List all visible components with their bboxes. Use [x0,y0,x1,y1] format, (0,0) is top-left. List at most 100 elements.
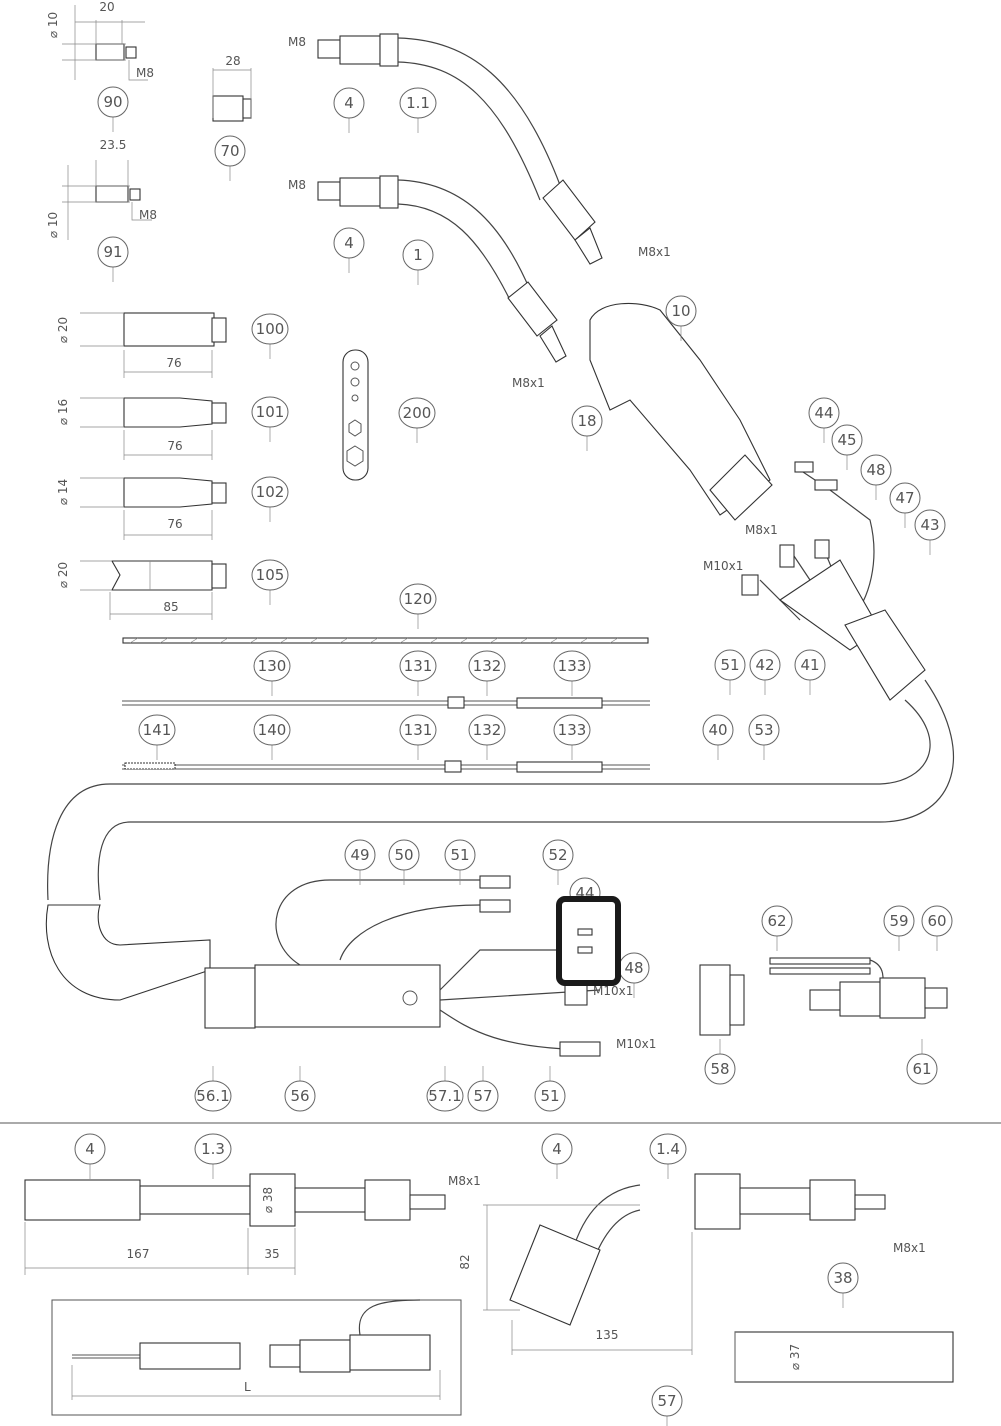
callout-number: 130 [258,657,287,675]
dimension-label: 135 [596,1328,619,1342]
callout-number: 10 [671,302,690,320]
torch-neck-1 [317,175,567,363]
callout-number: 4 [552,1140,562,1158]
cable-assembly-40 [45,679,954,1057]
callout-bubble: 43 [914,509,946,555]
dimension-label: ⌀ 14 [56,479,70,505]
callout-number: 59 [889,912,908,930]
callout-number: 60 [927,912,946,930]
callout-number: 53 [754,721,773,739]
thread-label: M8 [288,178,306,192]
part-44-connectors-highlighted [577,928,593,954]
callout-number: 50 [394,846,413,864]
callout-number: 105 [256,566,285,584]
overview-inset [51,1299,462,1416]
callout-bubble: 132 [468,650,506,696]
callout-bubble: 40 [702,714,734,760]
callout-bubble: 91 [97,236,129,282]
callout-bubble: 1.4 [649,1133,687,1179]
callout-bubble: 4 [74,1133,106,1179]
callout-number: 49 [350,846,369,864]
callout-bubble: 62 [761,905,793,951]
callout-bubble: 48 [860,454,892,500]
dimension-label: 76 [166,356,181,370]
callout-number: 44 [814,404,833,422]
callout-bubble: 133 [553,714,591,760]
callout-bubble: 141 [138,714,176,760]
thread-label: M10x1 [703,559,743,573]
callout-number: 48 [624,959,643,977]
callout-number: 58 [710,1060,729,1078]
callout-bubble: 58 [704,1039,736,1085]
callout-number: 102 [256,483,285,501]
thread-label: M8 [136,66,154,80]
callout-number: 132 [473,657,502,675]
dimension-label: ⌀ 16 [56,399,70,425]
callout-bubble: 101 [251,396,289,442]
callout-bubble: 51 [534,1066,566,1112]
dimension-label: 85 [163,600,178,614]
callout-number: 1.3 [201,1140,225,1158]
callout-bubble: 4 [333,87,365,133]
parts-58-62 [699,957,948,1036]
callout-number: 131 [404,657,433,675]
callout-number: 131 [404,721,433,739]
callout-number: 133 [558,657,587,675]
callout-number: 56.1 [196,1087,229,1105]
thread-label: M8 [288,35,306,49]
dimension-label: ⌀ 10 [46,12,60,38]
torch-neck-1-4 [483,1173,886,1355]
thread-label: M10x1 [593,984,633,998]
callout-number: 52 [548,846,567,864]
callout-bubble: 140 [253,714,291,760]
callout-number: 70 [220,142,239,160]
thread-label: M10x1 [616,1037,656,1051]
dimension-label: 76 [167,439,182,453]
callout-number: 141 [143,721,172,739]
callout-bubble: 42 [749,649,781,695]
callout-bubble: 59 [883,905,915,951]
callout-bubble: 52 [542,839,574,885]
callout-bubble: 120 [399,583,437,629]
callout-bubble: 56 [284,1066,316,1112]
liners [122,637,650,773]
callout-number: 57 [473,1087,492,1105]
callout-number: 18 [577,412,596,430]
thread-label: M8 [139,208,157,222]
callout-bubble: 131 [399,650,437,696]
callout-number: 51 [450,846,469,864]
callout-bubble: 44 [808,397,840,443]
dimension-label: 20 [99,0,114,14]
callout-bubble: 130 [253,650,291,696]
callout-bubble: 1.3 [194,1133,232,1179]
highlight-box[interactable] [556,896,621,986]
dimension-label: 82 [458,1254,472,1269]
callout-number: 38 [833,1269,852,1287]
dimension-label: 167 [127,1247,150,1261]
callout-bubble: 57.1 [426,1066,464,1112]
callout-bubble: 132 [468,714,506,760]
callout-number: 140 [258,721,287,739]
dimension-label: ⌀ 20 [56,317,70,343]
callout-number: 4 [85,1140,95,1158]
dimension-label: ⌀ 38 [261,1187,275,1213]
dimension-label: 76 [167,517,182,531]
part-90-tip-adapter [62,5,148,81]
callout-number: 62 [767,912,786,930]
callout-bubble: 53 [748,714,780,760]
callout-number: 91 [103,243,122,261]
callout-bubble: 48 [618,952,650,998]
callout-number: 42 [755,656,774,674]
callout-number: 4 [344,94,354,112]
thread-label: M8x1 [448,1174,481,1188]
callout-number: 40 [708,721,727,739]
part-70-nozzle-holder [212,68,252,122]
callout-number: 132 [473,721,502,739]
callout-bubble: 45 [831,424,863,470]
dimension-label: ⌀ 10 [46,212,60,238]
thread-label: M8x1 [745,523,778,537]
callout-number: 90 [103,93,122,111]
callout-bubble: 1 [402,239,434,285]
